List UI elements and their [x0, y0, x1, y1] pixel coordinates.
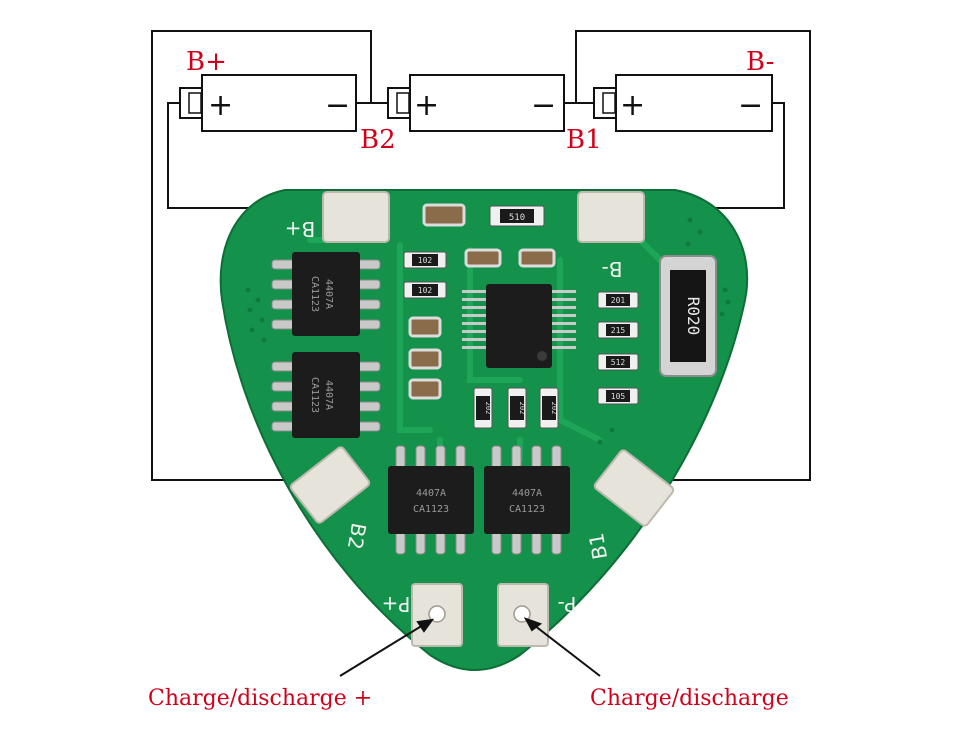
resistor-510: 510: [489, 205, 545, 227]
svg-text:201: 201: [611, 296, 626, 305]
resistor-202-b: 202: [507, 387, 527, 429]
svg-text:102: 102: [418, 286, 433, 295]
cell-body: [201, 74, 357, 132]
silk-b-plus: B+: [285, 217, 315, 241]
cell-body: [615, 74, 773, 132]
mosfet-chip-4: 4407A CA1123: [484, 445, 570, 555]
cell-cap: [602, 92, 616, 114]
cell-plus-sign: +: [414, 88, 439, 123]
svg-text:CA1123: CA1123: [509, 504, 545, 515]
callout-charge-discharge-minus: Charge/discharge: [590, 686, 789, 711]
resistor-512: 512: [597, 353, 639, 371]
silk-b-minus: B-: [602, 257, 623, 281]
arrow-right-head: [523, 617, 543, 632]
svg-text:CA1123: CA1123: [309, 276, 320, 312]
svg-text:R020: R020: [684, 297, 703, 336]
wire-b1: [575, 30, 811, 481]
cell-minus-sign: −: [738, 88, 763, 123]
pcb-traces: [307, 237, 663, 463]
svg-text:105: 105: [611, 392, 626, 401]
resistor-201: 201: [597, 291, 639, 309]
svg-text:4407A: 4407A: [323, 279, 334, 309]
resistor-202-a: 202: [473, 387, 493, 429]
cell-cap: [396, 92, 410, 114]
mosfet-chip-2: 4407A CA1123: [271, 352, 381, 438]
pad-b-plus: [322, 191, 390, 243]
svg-text:202: 202: [518, 402, 526, 415]
resistor-215: 215: [597, 321, 639, 339]
cell-plus-sign: +: [620, 88, 645, 123]
svg-text:4407A: 4407A: [323, 380, 334, 410]
battery-cell-2: + −: [387, 74, 565, 132]
mosfet-chip-3: 4407A CA1123: [388, 445, 474, 555]
svg-text:202: 202: [484, 402, 492, 415]
arrow-left-head: [416, 618, 435, 633]
label-b2: B2: [360, 125, 396, 155]
arrow-left-line: [339, 621, 429, 677]
svg-text:CA1123: CA1123: [309, 377, 320, 413]
silk-b2: B2: [343, 521, 371, 551]
cell-plus-sign: +: [208, 88, 233, 123]
mosfet-chip-1: 4407A CA1123: [271, 252, 381, 336]
cell-minus-sign: −: [531, 88, 556, 123]
cell-minus-sign: −: [325, 88, 350, 123]
shunt-resistor: R020: [659, 255, 717, 377]
pad-b2: [289, 446, 371, 524]
label-b-minus: B-: [746, 47, 774, 77]
svg-text:202: 202: [550, 402, 558, 415]
battery-cell-3: + −: [593, 74, 773, 132]
arrow-right-line: [529, 621, 601, 677]
callout-arrows: [339, 617, 601, 677]
cell-body: [409, 74, 565, 132]
svg-text:4407A: 4407A: [512, 488, 542, 499]
svg-text:510: 510: [509, 213, 525, 223]
pcb-board: B+ B- B2 B1 P+ P- 4407A CA112: [219, 189, 749, 671]
silk-p-minus: P-: [558, 592, 577, 616]
silk-p-plus: P+: [382, 592, 411, 616]
callout-charge-discharge-plus: Charge/discharge +: [148, 686, 372, 711]
wiring: [151, 30, 811, 481]
resistor-105: 105: [597, 387, 639, 405]
capacitor-column: [408, 203, 556, 400]
svg-text:102: 102: [418, 256, 433, 265]
pad-b1: [593, 449, 675, 527]
pad-b-minus: [577, 191, 645, 243]
svg-text:4407A: 4407A: [416, 488, 446, 499]
protection-ic: [462, 284, 576, 368]
svg-text:215: 215: [611, 326, 626, 335]
cell-cap: [188, 92, 202, 114]
battery-cell-1: + −: [179, 74, 357, 132]
pad-p-plus-hole: [428, 605, 446, 623]
label-b1: B1: [566, 125, 602, 155]
svg-text:512: 512: [611, 358, 626, 367]
resistor-102-a: 102: [403, 251, 447, 269]
resistor-202-c: 202: [539, 387, 559, 429]
svg-text:CA1123: CA1123: [413, 504, 449, 515]
silk-b1: B1: [584, 531, 612, 561]
label-b-plus: B+: [186, 47, 227, 77]
wire-b2: [151, 30, 372, 481]
resistor-102-b: 102: [403, 281, 447, 299]
